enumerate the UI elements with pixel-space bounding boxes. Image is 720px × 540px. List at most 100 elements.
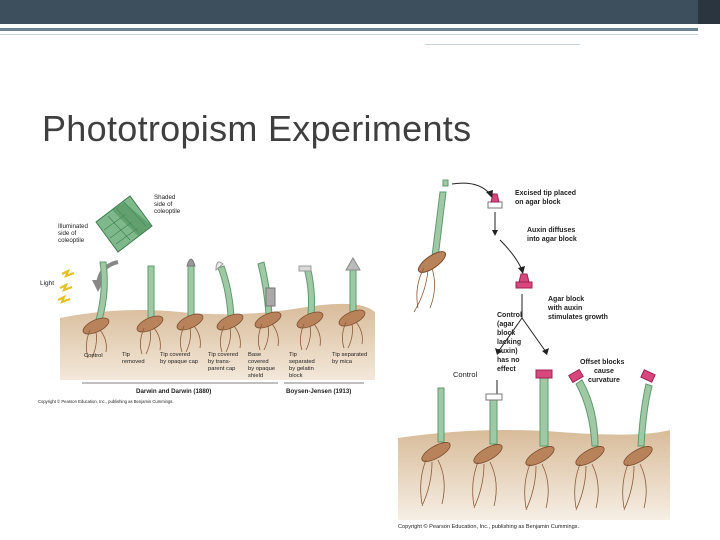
inset-label-illuminated-1: Illuminated [58,223,88,230]
inset-label-illuminated-2: side of [58,230,77,237]
transparent-cap-icon [215,261,224,272]
label-opaque-cap-2: by opaque cap [160,359,198,365]
label-mica-1: Tip separated [332,352,367,358]
slide-title: Phototropism Experiments [42,108,472,149]
label-offset-2: cause [594,368,614,375]
header-rule-short [425,44,580,45]
group-label-boysen: Boysen-Jensen (1913) [286,388,351,395]
svg-text:Tip separated by mica: Tip separated by mica [332,352,369,365]
top-seed [417,251,447,273]
tip-on-agar-2 [518,273,530,283]
left-roots [86,321,363,359]
inset-label-shaded-1: Shaded [154,194,176,201]
svg-text:Agar block with auxin: Agar block with auxin stimulates growth [547,296,608,321]
inset-label-illuminated-3: coleoptile [58,237,85,244]
right-roots [420,459,647,511]
label-opaque-cap-1: Tip covered [160,352,190,358]
svg-text:Control: Control [84,353,103,359]
group-label-darwin: Darwin and Darwin (1880) [136,388,211,395]
label-control-note-3: block [497,330,515,337]
left-soil [60,303,375,380]
svg-text:Illuminated side of: Illuminated side of coleoptile [58,223,90,244]
seedling-r-3 [539,377,549,447]
label-base-shield-2: covered [248,359,269,365]
label-auxin-diffuses-2: into agar block [527,236,577,243]
right-copyright: Copyright © Pearson Education, Inc., pub… [398,523,579,530]
label-agar-block-3: stimulates growth [548,314,608,321]
right-soil [398,430,670,520]
svg-text:Control (agar bloc: Control (agar block lacking auxin) has n… [497,312,524,373]
label-offset-1: Offset blocks [580,359,624,366]
tip-on-agar [490,193,500,203]
top-roots [413,267,435,313]
label-base-shield-4: shield [248,373,263,379]
label-control-note-2: (agar [497,321,514,328]
svg-text:Excised tip placed on ag: Excised tip placed on agar block [515,190,578,206]
coleoptile-inset [92,195,153,292]
left-copyright: Copyright © Pearson Education, Inc., pub… [38,399,174,404]
label-control-note-6: has no [497,357,520,364]
svg-text:Tip removed: Tip removed [122,352,145,365]
svg-text:Auxin diffuses into agar: Auxin diffuses into agar block [527,227,577,243]
agar-block-1 [487,201,503,209]
seedling-r-2-control [489,399,498,445]
left-seeds-roots [82,309,366,335]
header-rule [0,28,698,31]
arrow-excise [451,182,491,195]
arrow-diag [499,239,523,271]
label-control-note-5: auxin) [497,348,518,355]
label-control-note-7: effect [497,366,516,373]
arrow-split [497,294,547,353]
label-gelatin-1: Tip [289,352,297,358]
slide-top-bar [0,0,720,24]
label-agar-block-1: Agar block [548,296,584,303]
seedling-mica [349,265,357,313]
label-transparent-cap-1: Tip covered [208,352,238,358]
mica-icon [345,257,361,271]
label-auxin-diffuses-1: Auxin diffuses [527,227,575,234]
label-tip-removed-2: removed [122,359,145,365]
gelatin-block-icon [298,265,312,272]
label-gelatin-4: block [289,373,303,379]
light-rays-icon [57,268,75,304]
label-excised-2: on agar block [515,199,561,206]
agar-block-2 [515,281,533,289]
base-shield-icon [265,287,276,307]
svg-text:Tip covered by trans-: Tip covered by trans- parent cap [208,352,240,372]
offset-block-left [568,368,584,384]
header-rule-thin [0,34,698,35]
seedling-transparent-cap [217,265,235,317]
excised-tip-marker [442,179,449,187]
inset-label-shaded-2: side of [154,201,173,208]
auxin-block-top [535,369,553,379]
label-gelatin-3: by gelatin [289,366,314,372]
label-control: Control [84,353,103,359]
label-excised-1: Excised tip placed [515,190,576,197]
plain-agar-block [485,393,503,401]
opaque-cap-icon [186,258,196,267]
offset-block-right [640,369,656,383]
top-bar-accent [698,0,720,24]
seedling-tip-removed [147,265,155,319]
svg-text:Offset blocks cause: Offset blocks cause curvature [580,359,626,384]
label-control: Control [453,370,478,379]
svg-text:Tip separated by g: Tip separated by gelatin block [289,352,316,379]
svg-text:Shaded side of col: Shaded side of coleoptile [154,194,181,215]
label-control-note-4: lacking [497,339,521,346]
label-tip-removed-1: Tip [122,352,130,358]
right-figure: Excised tip placed on agar block Auxin d… [398,179,670,530]
top-seedling [431,191,447,259]
label-gelatin-2: separated [289,359,315,365]
label-agar-block-2: with auxin [547,305,582,312]
inset-label-shaded-3: coleoptile [154,208,181,215]
light-label: Light [40,280,54,287]
seedling-gelatin-block [303,265,315,315]
svg-text:Base covered by op: Base covered by opaque shield [248,352,277,379]
seedling-r-1 [437,387,445,443]
seedling-r-4 [575,379,599,447]
right-seedlings [437,368,656,447]
svg-text:Tip covered by opaque ca: Tip covered by opaque cap [160,352,198,365]
right-seeds [421,442,653,466]
label-mica-2: by mica [332,359,353,365]
